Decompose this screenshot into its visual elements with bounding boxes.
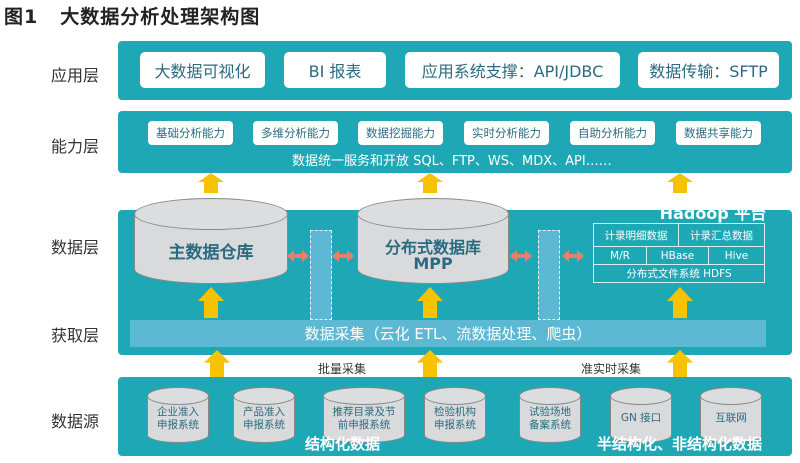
source-system-cylinder: 试验场地 备案系统 (519, 387, 581, 443)
app-item: 大数据可视化 (140, 52, 265, 88)
up-arrow-icon (667, 287, 693, 318)
source-system-label-line1: 产品准入 (243, 406, 285, 418)
hadoop-mr: M/R (593, 246, 647, 265)
source-system-label-line2: 前申报系统 (337, 419, 391, 431)
up-arrow-icon (417, 287, 443, 318)
up-arrow-icon (204, 350, 230, 378)
hadoop-hive: Hive (708, 246, 765, 265)
layer-label-data: 数据层 (50, 238, 99, 257)
hadoop-hbase: HBase (646, 246, 709, 265)
figure-number: 图1 (4, 6, 39, 28)
main-warehouse-cylinder: 主数据仓库 (134, 198, 288, 284)
data-collection-bar: 数据采集（云化 ETL、流数据处理、爬虫） (130, 320, 766, 347)
hadoop-platform: 计录明细数据 计录汇总数据 M/R HBase Hive 分布式文件系统 HDF… (593, 223, 765, 283)
source-system-cylinder: 互联网 (700, 387, 762, 443)
service-text: 数据统一服务和开放 SQL、FTP、WS、MDX、API…… (292, 154, 612, 169)
app-item: 应用系统支撑：API/JDBC (405, 52, 620, 88)
up-arrow-icon (667, 350, 693, 378)
source-system-label-line1: 互联网 (715, 412, 747, 424)
source-system-cylinder: 推荐目录及节 前申报系统 (323, 387, 405, 443)
unstructured-data-label: 半结构化、非结构化数据 (597, 435, 763, 453)
source-system-cylinder: 产品准入 申报系统 (233, 387, 295, 443)
mpp-label-line2: MPP (413, 254, 453, 273)
source-system-cylinder: GN 接口 (610, 387, 672, 443)
hadoop-detail-data: 计录明细数据 (593, 223, 679, 247)
source-system-label-line1: 试验场地 (529, 406, 571, 418)
figure-title-text: 大数据分析处理架构图 (60, 6, 261, 28)
source-system-label-line2: 申报系统 (434, 419, 476, 431)
hadoop-title: Hadoop 平台 (659, 210, 767, 223)
capability-item: 数据共享能力 (676, 121, 761, 145)
layer-label-capability: 能力层 (50, 137, 99, 156)
source-system-label-line1: 企业准入 (157, 406, 199, 418)
double-arrow-icon (332, 250, 354, 262)
app-item: 数据传输：SFTP (638, 52, 779, 88)
figure-title: 图1 大数据分析处理架构图 (4, 2, 260, 29)
mpp-label-line1: 分布式数据库 (384, 238, 481, 257)
dashed-connector (538, 230, 560, 320)
up-arrow-icon (417, 173, 443, 193)
structured-data-label: 结构化数据 (305, 435, 381, 453)
layer-label-source: 数据源 (50, 412, 99, 431)
app-item: BI 报表 (284, 52, 386, 88)
layer-label-acquisition: 获取层 (50, 326, 99, 345)
source-system-label-line2: 申报系统 (243, 419, 285, 431)
capability-item: 自助分析能力 (570, 121, 655, 145)
capability-item: 实时分析能力 (464, 121, 549, 145)
hadoop-hdfs: 分布式文件系统 HDFS (593, 264, 765, 283)
source-system-label-line1: GN 接口 (620, 412, 662, 424)
up-arrow-icon (198, 287, 224, 318)
batch-collection-label: 批量采集 (318, 362, 367, 376)
hadoop-summary-data: 计录汇总数据 (678, 223, 765, 247)
source-system-label-line1: 检验机构 (434, 406, 476, 418)
up-arrow-icon (667, 173, 693, 193)
up-arrow-icon (417, 350, 443, 378)
capability-item: 基础分析能力 (148, 121, 233, 145)
main-warehouse-label: 主数据仓库 (168, 243, 254, 263)
capability-item: 数据挖掘能力 (358, 121, 443, 145)
source-system-label-line1: 推荐目录及节 (332, 406, 396, 418)
source-system-cylinder: 企业准入 申报系统 (147, 387, 209, 443)
source-system-label-line2: 备案系统 (529, 419, 571, 431)
source-system-cylinder: 检验机构 申报系统 (424, 387, 486, 443)
dashed-connector (310, 230, 332, 320)
double-arrow-icon (562, 250, 584, 262)
realtime-collection-label: 准实时采集 (581, 362, 642, 376)
capability-item: 多维分析能力 (253, 121, 338, 145)
up-arrow-icon (198, 173, 224, 193)
source-system-label-line2: 申报系统 (157, 419, 199, 431)
layer-label-application: 应用层 (50, 66, 99, 85)
double-arrow-icon (287, 250, 309, 262)
mpp-cylinder: 分布式数据库 MPP (357, 198, 509, 284)
double-arrow-icon (510, 250, 532, 262)
